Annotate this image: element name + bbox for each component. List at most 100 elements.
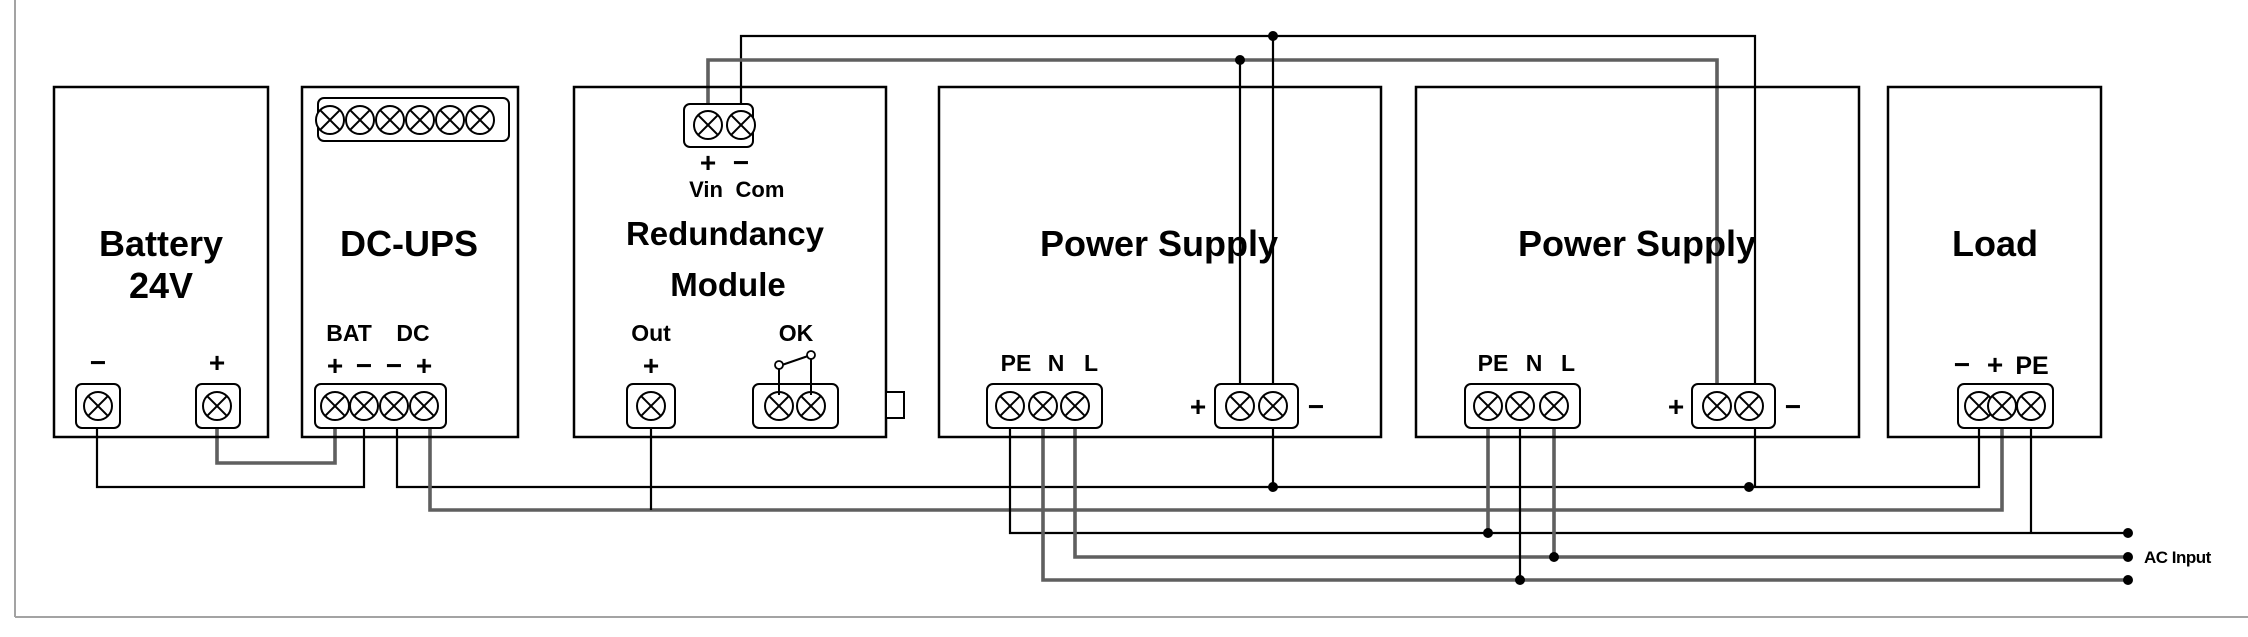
screw-terminal-icon: [379, 391, 409, 421]
redundancy-vin-sign: +: [700, 147, 716, 178]
ac-input-pe-terminal: [2123, 528, 2133, 538]
junction-dot: [1483, 528, 1493, 538]
screw-terminal-icon: [726, 110, 756, 140]
redundancy-com-sign: −: [733, 147, 749, 178]
dcups-module: DC-UPS BAT DC + − − +: [300, 85, 520, 439]
wire-battery-plus-to-bat-plus: [215, 404, 337, 465]
screw-terminal-icon: [995, 391, 1025, 421]
screw-terminals: [693, 110, 756, 140]
screw-terminals: [320, 391, 439, 421]
dcups-dc-plus-sign: +: [416, 350, 432, 381]
dcups-bat-minus-sign: −: [356, 350, 372, 381]
load-title: Load: [1952, 223, 2038, 264]
screw-terminal-icon: [409, 391, 439, 421]
battery-plus-label: +: [209, 347, 225, 378]
junction-dot: [1515, 575, 1525, 585]
junction-dot: [1268, 482, 1278, 492]
screw-terminal-icon: [1225, 391, 1255, 421]
redundancy-vin-label: Vin: [689, 177, 723, 202]
ac-input-n-terminal: [2123, 575, 2133, 585]
dcups-dc-minus-sign: −: [386, 350, 402, 381]
screw-terminal-icon: [345, 105, 375, 135]
power-supply-1: Power Supply PE N L + −: [937, 85, 1383, 439]
load-minus-label: −: [1954, 349, 1970, 380]
screw-terminal-icon: [1060, 391, 1090, 421]
screw-terminal-icon: [796, 391, 826, 421]
screw-terminal-icon: [465, 105, 495, 135]
screw-terminal-icon: [320, 391, 350, 421]
battery-module: Battery 24V − +: [52, 85, 270, 439]
screw-terminal-icon: [349, 391, 379, 421]
screw-terminal-icon: [2016, 391, 2046, 421]
redundancy-title: Redundancy: [626, 215, 825, 252]
ps2-plus-sign: +: [1668, 391, 1684, 422]
dcups-bat-label: BAT: [326, 320, 372, 346]
redundancy-module: + − Vin Com Redundancy Module Out + OK: [572, 85, 905, 439]
screw-terminal-icon: [1028, 391, 1058, 421]
load-module: Load − + PE: [1886, 85, 2103, 439]
screw-terminals: [1473, 391, 1569, 421]
wire-com-bus: [739, 34, 1757, 398]
wire-dc-minus-bus: [395, 404, 1981, 489]
screw-terminal-icon: [1539, 391, 1569, 421]
ps2-minus-sign: −: [1785, 391, 1801, 422]
wire-ac-pe-bus: [1008, 404, 2128, 535]
junction-dot: [1549, 552, 1559, 562]
ps2-l-label: L: [1561, 350, 1575, 376]
ac-input-label: AC Input: [2144, 548, 2212, 567]
redundancy-com-label: Com: [736, 177, 785, 202]
battery-title: Battery: [99, 223, 223, 264]
screw-terminal-icon: [83, 391, 113, 421]
relay-contact-icon: [774, 350, 816, 395]
screw-terminal-icon: [693, 110, 723, 140]
ps1-minus-sign: −: [1308, 391, 1324, 422]
screw-terminal-icon: [764, 391, 794, 421]
power-supply-2: Power Supply PE N L + −: [1414, 85, 1861, 439]
battery-voltage: 24V: [129, 265, 193, 306]
screw-terminals: [995, 391, 1090, 421]
junction-dot: [1744, 482, 1754, 492]
redundancy-side-connector: [885, 391, 905, 419]
wire-battery-minus-to-bat-minus: [95, 404, 366, 489]
redundancy-ok-label: OK: [779, 320, 814, 346]
ac-input-l-terminal: [2123, 552, 2133, 562]
screw-terminal-icon: [1702, 391, 1732, 421]
wire-vin-bus: [706, 58, 1719, 398]
dcups-title: DC-UPS: [340, 223, 478, 264]
ps1-l-label: L: [1084, 350, 1098, 376]
ps1-pe-label: PE: [1001, 350, 1032, 376]
ps2-pe-label: PE: [1478, 350, 1509, 376]
junction-dot: [1268, 31, 1278, 41]
screw-terminal-icon: [1473, 391, 1503, 421]
screw-terminals: [1702, 391, 1764, 421]
screw-terminal-icon: [405, 105, 435, 135]
ps1-title: Power Supply: [1040, 223, 1278, 264]
screw-terminals: [315, 105, 495, 135]
screw-terminals: [83, 391, 232, 421]
screw-terminal-icon: [315, 105, 345, 135]
wire-dc-plus-bus: [428, 404, 2004, 512]
battery-minus-label: −: [90, 347, 106, 378]
screw-terminals: [1225, 391, 1288, 421]
load-plus-label: +: [1987, 349, 2003, 380]
ps2-title: Power Supply: [1518, 223, 1756, 264]
redundancy-title-line2: Module: [670, 266, 785, 303]
redundancy-out-label: Out: [631, 320, 671, 346]
dcups-dc-label: DC: [396, 320, 429, 346]
wire-ac-n-bus: [1041, 404, 2128, 582]
wire-ac-l-bus: [1073, 404, 2128, 559]
screw-terminal-icon: [636, 391, 666, 421]
redundancy-out-sign: +: [643, 350, 659, 381]
junction-dot: [1235, 55, 1245, 65]
dcups-bat-plus-sign: +: [327, 350, 343, 381]
ps1-plus-sign: +: [1190, 391, 1206, 422]
screw-terminal-icon: [1505, 391, 1535, 421]
screw-terminals: [764, 391, 826, 421]
screw-terminal-icon: [375, 105, 405, 135]
screw-terminal-icon: [1734, 391, 1764, 421]
ps2-n-label: N: [1526, 350, 1543, 376]
screw-terminals: [636, 391, 666, 421]
screw-terminal-icon: [202, 391, 232, 421]
load-pe-label: PE: [2015, 352, 2048, 380]
